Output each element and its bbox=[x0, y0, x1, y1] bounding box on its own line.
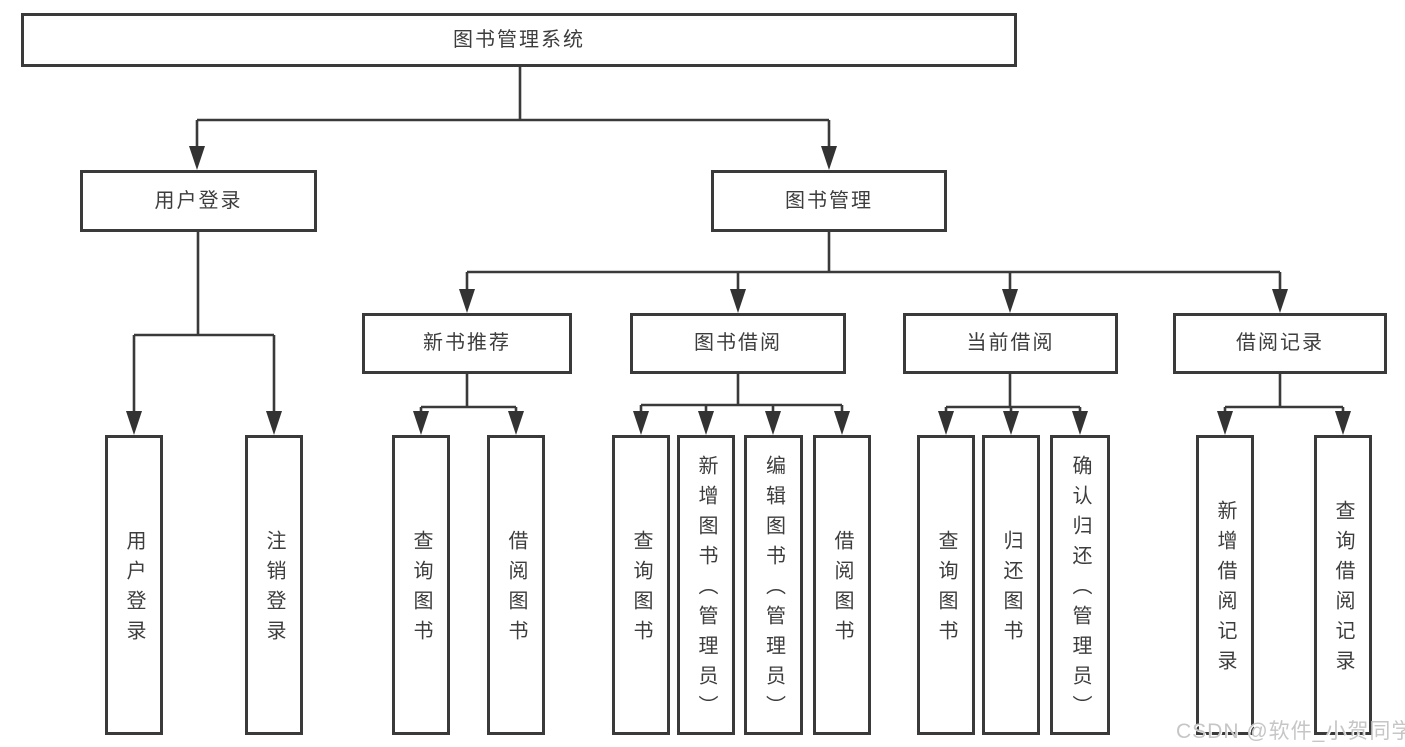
leaf-rec-borrow-books-label: 借阅图书 bbox=[505, 530, 527, 650]
node-book-borrow: 图书借阅 bbox=[630, 313, 846, 374]
leaf-rec-query-books: 查询图书 bbox=[392, 435, 450, 735]
leaf-add-borrow-record: 新增借阅记录 bbox=[1196, 435, 1254, 735]
leaf-borrow-books-label: 借阅图书 bbox=[831, 530, 853, 650]
leaf-edit-books-admin-label: 编辑图书（管理员） bbox=[762, 455, 785, 725]
connector-borrow-record-to-leaves bbox=[1217, 373, 1351, 435]
node-new-book-rec: 新书推荐 bbox=[362, 313, 572, 374]
node-new-book-rec-label: 新书推荐 bbox=[423, 332, 511, 354]
leaf-borrow-query-books-label: 查询图书 bbox=[630, 530, 652, 650]
node-root: 图书管理系统 bbox=[21, 13, 1017, 67]
leaf-user-login: 用户登录 bbox=[105, 435, 163, 735]
leaf-rec-query-books-label: 查询图书 bbox=[410, 530, 432, 650]
connector-new-book-rec-to-leaves bbox=[413, 373, 524, 435]
node-book-borrow-label: 图书借阅 bbox=[694, 332, 782, 354]
node-book-mgmt-label: 图书管理 bbox=[785, 189, 873, 212]
node-current-borrow: 当前借阅 bbox=[903, 313, 1118, 374]
leaf-borrow-books: 借阅图书 bbox=[813, 435, 871, 735]
connector-book-mgmt-to-level3 bbox=[459, 232, 1288, 313]
node-borrow-record-label: 借阅记录 bbox=[1236, 332, 1324, 354]
watermark: CSDN @软件_小贺同学 bbox=[1176, 720, 1405, 743]
leaf-add-borrow-record-label: 新增借阅记录 bbox=[1214, 500, 1236, 680]
leaf-edit-books-admin: 编辑图书（管理员） bbox=[744, 435, 803, 735]
leaf-confirm-return-admin-label: 确认归还（管理员） bbox=[1069, 455, 1091, 725]
leaf-add-books-admin-label: 新增图书（管理员） bbox=[695, 455, 717, 725]
leaf-return-books-label: 归还图书 bbox=[1000, 530, 1022, 650]
connector-user-login-to-leaves bbox=[126, 232, 282, 435]
leaf-logout: 注销登录 bbox=[245, 435, 303, 735]
node-user-login: 用户登录 bbox=[80, 170, 317, 232]
node-current-borrow-label: 当前借阅 bbox=[966, 332, 1055, 354]
leaf-user-login-label: 用户登录 bbox=[123, 530, 145, 650]
leaf-borrow-query-books: 查询图书 bbox=[612, 435, 670, 735]
leaf-add-books-admin: 新增图书（管理员） bbox=[677, 435, 735, 735]
leaf-rec-borrow-books: 借阅图书 bbox=[487, 435, 545, 735]
leaf-return-books: 归还图书 bbox=[982, 435, 1040, 735]
node-user-login-label: 用户登录 bbox=[154, 189, 243, 212]
leaf-query-borrow-record-label: 查询借阅记录 bbox=[1332, 500, 1354, 680]
connector-root-to-level2 bbox=[189, 67, 837, 170]
leaf-query-borrow-record: 查询借阅记录 bbox=[1314, 435, 1372, 735]
connector-book-borrow-to-leaves bbox=[633, 373, 850, 435]
connector-current-borrow-to-leaves bbox=[938, 373, 1088, 435]
leaf-logout-label: 注销登录 bbox=[263, 530, 285, 650]
node-root-label: 图书管理系统 bbox=[453, 28, 585, 51]
node-borrow-record: 借阅记录 bbox=[1173, 313, 1387, 374]
node-book-mgmt: 图书管理 bbox=[711, 170, 947, 232]
leaf-current-query-books-label: 查询图书 bbox=[935, 530, 957, 650]
leaf-current-query-books: 查询图书 bbox=[917, 435, 975, 735]
leaf-confirm-return-admin: 确认归还（管理员） bbox=[1050, 435, 1110, 735]
